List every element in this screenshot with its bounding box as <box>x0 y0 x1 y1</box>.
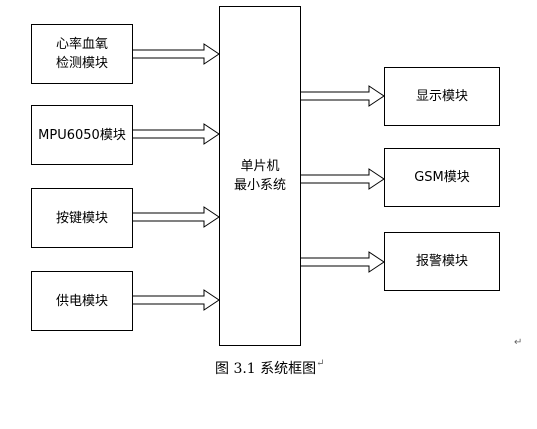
mcu-label-line2: 最小系统 <box>233 178 286 193</box>
paragraph-mark: ↵ <box>514 337 523 348</box>
arrow-mcu-to-display <box>301 85 385 107</box>
arrow-power-to-mcu <box>133 289 220 311</box>
display-label: 显示模块 <box>415 89 468 104</box>
alarm-label: 报警模块 <box>415 254 468 269</box>
caption-paragraph-mark: ↵ <box>316 358 325 369</box>
arrow-mpu-to-mcu <box>133 123 220 145</box>
display-module: 显示模块 <box>384 67 500 126</box>
arrow-key-to-mcu <box>133 206 220 228</box>
power-module: 供电模块 <box>31 271 133 331</box>
caption-text: 图 3.1 系统框图 <box>215 361 317 377</box>
gsm-label: GSM模块 <box>414 170 470 185</box>
arrow-heart-to-mcu <box>133 43 220 65</box>
alarm-module: 报警模块 <box>384 232 500 291</box>
arrow-mcu-to-gsm <box>301 168 385 190</box>
mcu-label-line1: 单片机 <box>240 159 280 174</box>
gsm-module: GSM模块 <box>384 148 500 207</box>
heart-oxygen-label-line1: 心率血氧 <box>55 37 108 52</box>
power-label: 供电模块 <box>55 293 108 309</box>
key-label: 按键模块 <box>55 210 108 226</box>
mcu-min-system: 单片机 最小系统 <box>219 6 301 346</box>
figure-caption: 图 3.1 系统框图↵ <box>215 358 325 378</box>
heart-oxygen-module: 心率血氧 检测模块 <box>31 24 133 84</box>
arrow-mcu-to-alarm <box>301 251 385 273</box>
mpu6050-label: MPU6050模块 <box>38 127 126 143</box>
heart-oxygen-label-line2: 检测模块 <box>55 56 108 71</box>
key-module: 按键模块 <box>31 188 133 248</box>
mpu6050-module: MPU6050模块 <box>31 105 133 165</box>
